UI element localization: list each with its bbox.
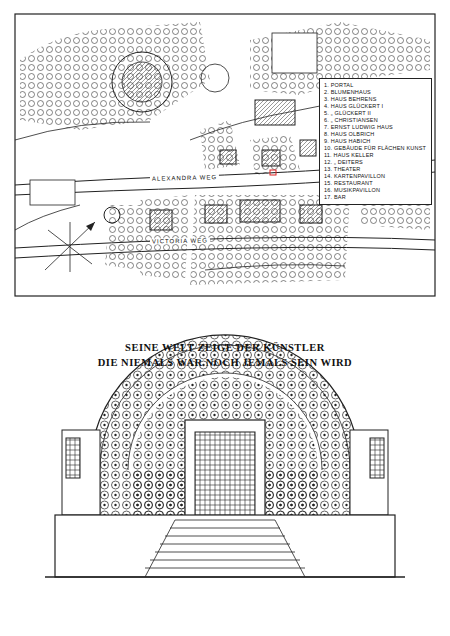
key-entry: 7. ERNST LUDWIG HAUS	[324, 124, 427, 131]
key-entry: 9. HAUS HABICH	[324, 138, 427, 145]
key-entry: 2. BLUMENHAUS	[324, 89, 427, 96]
street-name: VICTORIA WEG	[150, 237, 210, 244]
key-entry: 15. RESTAURANT	[324, 180, 427, 187]
key-entry: 6. „ CHRISTIANSEN	[324, 117, 427, 124]
inscription: DIE NIEMALS WAR NOCH JEMALS SEIN WIRD	[98, 357, 352, 368]
key-entry: 4. HAUS GLÜCKERT I	[324, 103, 427, 110]
key-entry: 8. HAUS OLBRICH	[324, 131, 427, 138]
key-entry: 11. HAUS KELLER	[324, 152, 427, 159]
legend-key-box: 1. PORTAL2. BLUMENHAUS3. HAUS BEHRENS4. …	[319, 78, 432, 205]
key-entry: 10. GEBÄUDE FÜR FLÄCHEN KUNST	[324, 145, 427, 152]
key-entry: 3. HAUS BEHRENS	[324, 96, 427, 103]
key-entry: 16. MUSIKPAVILLON	[324, 187, 427, 194]
key-entry: 1. PORTAL	[324, 82, 427, 89]
key-entry: 13. THEATER	[324, 166, 427, 173]
inscription: SEINE WELT ZEIGE DER KÜNSTLER	[125, 342, 325, 353]
key-entry: 17. BAR	[324, 194, 427, 201]
key-entry: 12. „ DEITERS	[324, 159, 427, 166]
key-entry: 14. KARTENPAVILLON	[324, 173, 427, 180]
key-entry: 5. „ GLÜCKERT II	[324, 110, 427, 117]
